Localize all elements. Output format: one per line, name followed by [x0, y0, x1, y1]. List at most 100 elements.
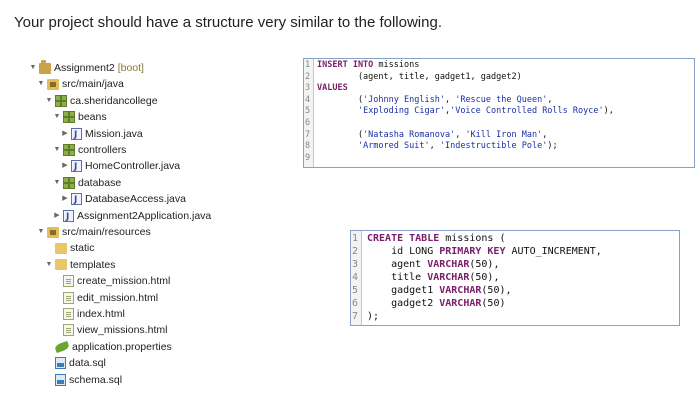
tree-item[interactable]: ▶ Mission.java [60, 126, 143, 143]
code-line: VALUES [317, 83, 348, 93]
tree-item[interactable]: static [44, 240, 95, 256]
package-icon [55, 94, 67, 107]
code-line: id LONG PRIMARY KEY AUTO_INCREMENT, [367, 246, 602, 257]
tree-item[interactable]: ▼ Assignment2[boot] [28, 59, 144, 76]
code-text: (50), [469, 272, 500, 283]
line-number: 8 [305, 141, 311, 152]
code-text: (agent, title, gadget1, gadget2) [317, 71, 522, 82]
tree-item-label: templates [70, 258, 116, 271]
tree-item[interactable]: data.sql [44, 355, 106, 371]
sql-keyword: VARCHAR [439, 285, 482, 296]
line-number: 1 [352, 233, 359, 244]
code-text: gadget1 [367, 285, 440, 296]
tree-item-label: Assignment2 [54, 62, 115, 74]
source-folder-icon [47, 78, 59, 90]
tree-item[interactable]: ▼beans [52, 109, 107, 125]
tree-item[interactable]: ▶Assignment2Application.java [52, 208, 211, 225]
html-file-icon [63, 308, 74, 320]
line-number: 5 [352, 285, 359, 296]
tree-item-label: Mission.java [85, 127, 143, 140]
tree-item[interactable]: schema.sql [44, 372, 122, 388]
code-text: (50), [481, 285, 512, 296]
collapse-arrow-icon[interactable]: ▶ [54, 211, 60, 219]
expand-arrow-icon[interactable]: ▼ [53, 146, 61, 153]
collapse-arrow-icon[interactable]: ▶ [62, 195, 68, 203]
tree-item[interactable]: view_missions.html [52, 322, 167, 338]
tree-item-decoration: [boot] [117, 62, 144, 74]
code-line: ('Johnny English', 'Rescue the Queen', [317, 94, 553, 105]
collapse-arrow-icon[interactable]: ▶ [62, 129, 68, 137]
tree-item-label: HomeController.java [85, 160, 181, 173]
tree-item[interactable]: index.html [52, 306, 125, 322]
line-number: 9 [305, 152, 311, 163]
code-line: gadget1 VARCHAR(50), [367, 285, 512, 296]
tree-item-label: ca.sheridancollege [70, 94, 158, 107]
code-text: agent [367, 259, 428, 270]
sql-keyword: INSERT INTO [317, 60, 374, 70]
code-text: , [455, 129, 466, 140]
sql-file-icon [55, 357, 66, 370]
expand-arrow-icon[interactable]: ▼ [53, 113, 61, 121]
code-line: gadget2 VARCHAR(50) [367, 298, 506, 309]
expand-arrow-icon[interactable]: ▼ [37, 80, 45, 88]
java-file-icon [71, 127, 82, 143]
tree-item[interactable]: ▼ templates [44, 257, 116, 273]
expand-arrow-icon[interactable]: ▼ [37, 228, 45, 235]
expand-arrow-icon[interactable]: ▼ [29, 64, 37, 71]
code-text: missions ( [439, 233, 506, 244]
html-file-icon [63, 291, 74, 304]
tree-item[interactable]: ▶ HomeController.java [60, 158, 181, 175]
code-text: , [444, 94, 456, 105]
tree-item[interactable]: application.properties [44, 339, 172, 355]
tree-item[interactable]: edit_mission.html [52, 290, 158, 306]
tree-item[interactable]: ▶ DatabaseAccess.java [60, 191, 186, 208]
tree-item[interactable]: ▼src/main/java [36, 76, 124, 92]
code-text: , [547, 94, 553, 105]
code-text: missions [373, 60, 420, 70]
expand-arrow-icon[interactable]: ▼ [45, 260, 53, 268]
code-text [317, 106, 358, 116]
sql-file-icon [55, 373, 66, 386]
code-text: , [429, 141, 440, 152]
sql-string: 'Voice Controlled Rolls Royce' [450, 106, 604, 117]
code-text: ); [547, 141, 558, 152]
code-text: (50) [481, 298, 506, 309]
code-text: gadget2 [367, 298, 440, 309]
tree-item[interactable]: ▼ ca.sheridancollege [44, 93, 158, 109]
line-number: 2 [305, 71, 311, 82]
code-line: ('Natasha Romanova', 'Kill Iron Man', [317, 130, 547, 140]
code-line: agent VARCHAR(50), [367, 259, 499, 270]
line-number: 4 [305, 94, 311, 105]
java-file-icon [63, 209, 74, 225]
tree-item-label: index.html [77, 308, 125, 320]
tree-item[interactable]: ▼ database [52, 175, 121, 191]
tree-item[interactable]: ▼src/main/resources [36, 224, 151, 240]
sql-string: 'Kill Iron Man' [465, 129, 543, 140]
collapse-arrow-icon[interactable]: ▶ [62, 162, 68, 170]
tree-item[interactable]: ▼controllers [52, 142, 126, 158]
tree-item-label: static [70, 242, 95, 255]
line-number: 6 [352, 298, 359, 309]
sql-string: 'Johnny English' [363, 94, 445, 105]
tree-item[interactable]: create_mission.html [52, 273, 170, 289]
java-file-icon [71, 192, 82, 208]
tree-item-label: database [78, 176, 122, 189]
sql-string: 'Rescue the Queen' [455, 94, 548, 105]
html-file-icon [63, 275, 74, 288]
expand-arrow-icon[interactable]: ▼ [53, 178, 61, 186]
expand-arrow-icon[interactable]: ▼ [45, 96, 53, 104]
code-line: (agent, title, gadget1, gadget2) [317, 72, 522, 82]
tree-item-label: DatabaseAccess.java [85, 193, 186, 206]
sql-string: 'Exploding Cigar' [357, 106, 445, 117]
sql-string: 'Natasha Romanova' [363, 129, 456, 140]
sql-keyword: VALUES [317, 83, 348, 94]
tree-item-label: data.sql [69, 357, 106, 370]
tree-item-label: create_mission.html [77, 275, 171, 288]
line-number: 2 [352, 246, 359, 257]
line-number: 4 [352, 272, 359, 283]
code-line: 'Armored Suit', 'Indestructible Pole'); [317, 141, 558, 151]
code-line: INSERT INTO missions [317, 60, 419, 70]
sql-keyword: VARCHAR [427, 272, 470, 283]
